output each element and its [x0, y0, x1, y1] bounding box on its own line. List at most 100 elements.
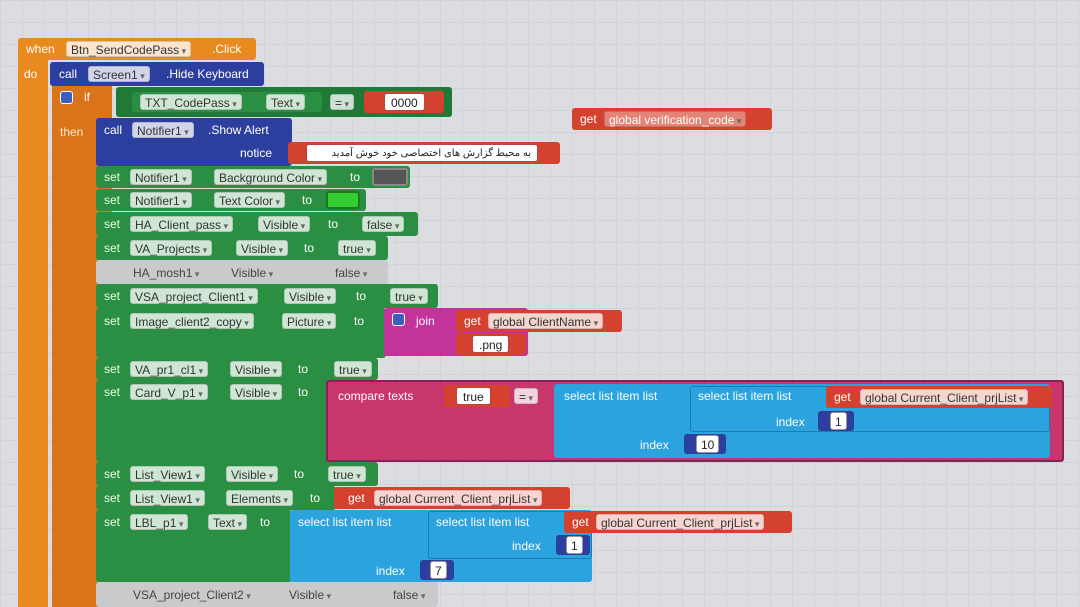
- set-component-dropdown[interactable]: HA_Client_pass: [130, 216, 234, 232]
- png-suffix-text[interactable]: .png: [472, 335, 510, 353]
- set-property-dropdown[interactable]: Visible: [230, 384, 283, 400]
- join-label: join: [416, 314, 435, 328]
- call-label: call: [59, 67, 78, 81]
- to-label: to: [302, 193, 313, 207]
- prjlist-var-dropdown[interactable]: global Current_Client_prjList: [374, 490, 543, 506]
- boolean-dropdown[interactable]: false: [388, 586, 430, 602]
- show-alert-block[interactable]: [96, 118, 292, 166]
- set-property-dropdown[interactable]: Visible: [226, 466, 279, 482]
- then-label: then: [60, 125, 84, 139]
- set-label: set: [104, 289, 121, 303]
- set-label: set: [104, 217, 121, 231]
- txt-codepass-dropdown[interactable]: TXT_CodePass: [140, 94, 242, 110]
- set-component-dropdown[interactable]: Notifier1: [130, 192, 192, 208]
- event-block-spine: [18, 58, 48, 607]
- inner-index-label: index: [776, 415, 805, 429]
- set-label: set: [104, 491, 121, 505]
- boolean-dropdown[interactable]: true: [338, 240, 376, 256]
- to-label: to: [298, 385, 309, 399]
- set-component-dropdown[interactable]: List_View1: [130, 490, 205, 506]
- get-label: get: [348, 491, 365, 505]
- set-label: set: [104, 170, 121, 184]
- outer-index-value[interactable]: 7: [430, 561, 447, 579]
- set-property-dropdown[interactable]: Text Color: [214, 192, 286, 208]
- hide-keyboard-method: .Hide Keyboard: [166, 67, 249, 81]
- boolean-dropdown[interactable]: true: [328, 466, 366, 482]
- event-name: .Click: [212, 42, 242, 56]
- set-component-dropdown[interactable]: VA_Projects: [130, 240, 213, 256]
- set-property-dropdown[interactable]: Text: [208, 514, 248, 530]
- set-property-dropdown[interactable]: Visible: [284, 288, 337, 304]
- compare-texts-label: compare texts: [338, 389, 414, 403]
- client-name-var-dropdown[interactable]: global ClientName: [488, 313, 604, 329]
- color-swatch-green[interactable]: [326, 191, 360, 209]
- prjlist-var-dropdown[interactable]: global Current_Client_prjList: [596, 514, 765, 530]
- inner-select-label: select list item list: [436, 515, 530, 529]
- notice-message-text[interactable]: به محیط گزارش های اختصاصی خود خوش آمدید: [306, 144, 538, 162]
- outer-select-label: select list item list: [564, 389, 658, 403]
- inner-index-value[interactable]: 1: [566, 536, 583, 554]
- gear-icon[interactable]: [392, 313, 405, 326]
- set-component-dropdown[interactable]: Image_client2_copy: [130, 313, 254, 329]
- set-label: set: [104, 193, 121, 207]
- set-property-dropdown[interactable]: Background Color: [214, 169, 328, 185]
- color-swatch-dark[interactable]: [372, 168, 408, 186]
- gear-icon[interactable]: [60, 91, 73, 104]
- outer-select-label: select list item list: [298, 515, 392, 529]
- set-component-dropdown[interactable]: VSA_project_Client2: [128, 586, 256, 602]
- set-component-dropdown[interactable]: VSA_project_Client1: [130, 288, 258, 304]
- verification-var-dropdown[interactable]: global verification_code: [604, 111, 747, 127]
- alert-call-label: call: [104, 123, 123, 137]
- set-component-dropdown[interactable]: HA_mosh1: [128, 264, 204, 280]
- set-label: set: [104, 467, 121, 481]
- set-component-dropdown[interactable]: LBL_p1: [130, 514, 189, 530]
- notifier-dropdown[interactable]: Notifier1: [132, 122, 194, 138]
- outer-index-label: index: [376, 564, 405, 578]
- inner-select-label: select list item list: [698, 389, 792, 403]
- screen-dropdown[interactable]: Screen1: [88, 66, 150, 82]
- set-property-dropdown[interactable]: Visible: [226, 264, 278, 280]
- to-label: to: [260, 515, 271, 529]
- set-property-dropdown[interactable]: Elements: [226, 490, 294, 506]
- set-component-dropdown[interactable]: Card_V_p1: [130, 384, 208, 400]
- to-label: to: [356, 289, 367, 303]
- inner-index-value[interactable]: 1: [830, 412, 847, 430]
- hide-keyboard-block[interactable]: [50, 62, 264, 86]
- to-label: to: [298, 362, 309, 376]
- set-label: set: [104, 241, 121, 255]
- set-label: set: [104, 362, 121, 376]
- event-component-dropdown[interactable]: Btn_SendCodePass: [66, 41, 192, 57]
- if-label: if: [84, 90, 90, 104]
- code-value-text[interactable]: 0000: [384, 93, 425, 111]
- set-component-dropdown[interactable]: List_View1: [130, 466, 205, 482]
- set-property-dropdown[interactable]: Visible: [230, 361, 283, 377]
- boolean-dropdown[interactable]: true: [334, 361, 372, 377]
- set-component-dropdown[interactable]: VA_pr1_cl1: [130, 361, 209, 377]
- boolean-dropdown[interactable]: false: [362, 216, 405, 232]
- outer-index-value[interactable]: 10: [696, 435, 720, 453]
- boolean-dropdown[interactable]: true: [390, 288, 428, 304]
- get-label: get: [580, 112, 597, 126]
- outer-index-label: index: [640, 438, 669, 452]
- set-component-dropdown[interactable]: Notifier1: [130, 169, 192, 185]
- show-alert-method: .Show Alert: [208, 123, 269, 137]
- set-property-dropdown[interactable]: Picture: [282, 313, 337, 329]
- to-label: to: [350, 170, 361, 184]
- notice-label: notice: [240, 146, 273, 160]
- prjlist-var-dropdown[interactable]: global Current_Client_prjList: [860, 389, 1029, 405]
- get-label: get: [834, 390, 851, 404]
- set-property-dropdown[interactable]: Visible: [258, 216, 311, 232]
- to-label: to: [328, 217, 339, 231]
- text-property-dropdown[interactable]: Text: [266, 94, 306, 110]
- to-label: to: [354, 314, 365, 328]
- set-label: set: [104, 385, 121, 399]
- set-label-text-block[interactable]: [96, 510, 292, 582]
- boolean-dropdown[interactable]: false: [330, 264, 372, 280]
- true-string-text[interactable]: true: [456, 387, 491, 405]
- equals-operator-dropdown[interactable]: =: [330, 94, 355, 110]
- to-label: to: [310, 491, 321, 505]
- inner-index-label: index: [512, 539, 541, 553]
- set-property-dropdown[interactable]: Visible: [284, 586, 336, 602]
- compare-operator-dropdown[interactable]: =: [514, 388, 539, 404]
- set-property-dropdown[interactable]: Visible: [236, 240, 289, 256]
